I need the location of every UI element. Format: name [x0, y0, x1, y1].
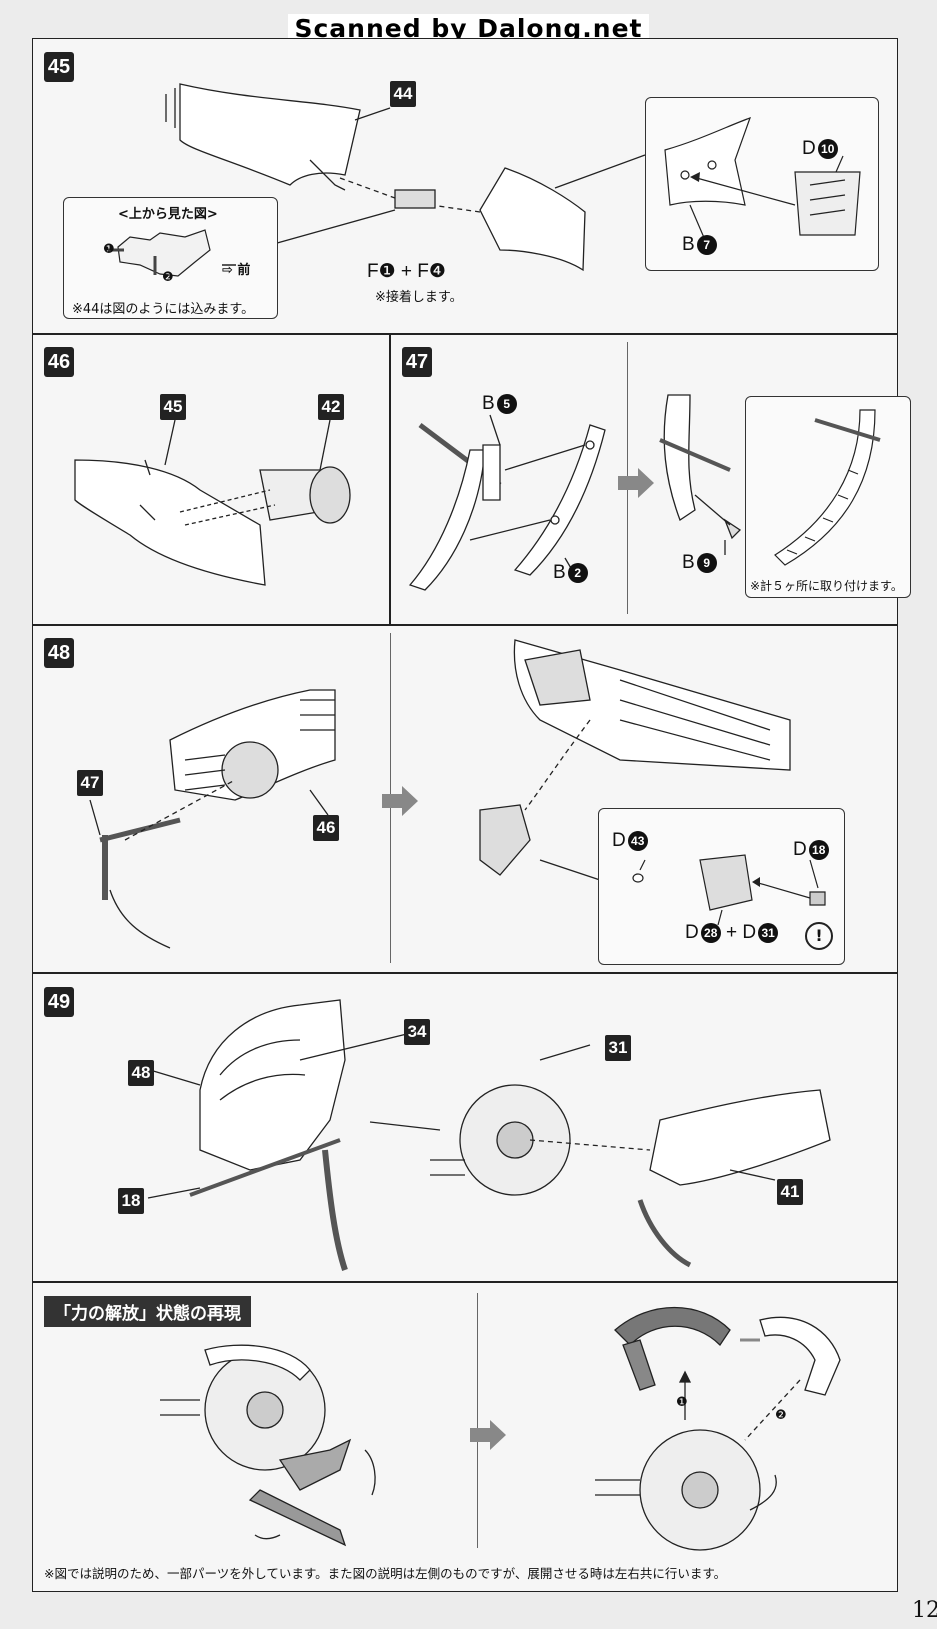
release-n2: ❷	[775, 1408, 787, 1423]
top-view-n2: ❷	[162, 270, 174, 285]
top-view-n1: ❶	[103, 242, 115, 257]
ref-42: 42	[318, 394, 344, 420]
step-46-number: 46	[44, 347, 74, 377]
release-state-title: 「力の解放」状態の再現	[44, 1296, 251, 1327]
step-49-number: 49	[44, 987, 74, 1017]
ref-48: 48	[128, 1060, 154, 1086]
step-47-number: 47	[402, 347, 432, 377]
top-view-drawing	[108, 229, 236, 277]
caution-icon: !	[805, 922, 833, 950]
step-48-drawing	[89, 689, 336, 949]
ref-34: 34	[404, 1019, 430, 1045]
ref-44: 44	[390, 81, 416, 107]
part-f1-f4-label: F❶ + F❹	[367, 261, 446, 282]
step-47-next-arrow	[618, 468, 654, 498]
ref-45: 45	[160, 394, 186, 420]
ref-41: 41	[777, 1179, 803, 1205]
detail-inset-drawing	[664, 117, 861, 241]
glue-note: ※接着します。	[375, 290, 463, 305]
top-view-front-label: ⇨ 前	[222, 263, 251, 278]
step-45-number: 45	[44, 52, 74, 82]
ref-18: 18	[118, 1188, 144, 1214]
step-49-drawing	[147, 999, 831, 1271]
step-48-number: 48	[44, 638, 74, 668]
ref-31: 31	[605, 1035, 631, 1061]
step-45-drawing	[165, 83, 646, 272]
top-view-title: <上から見た図>	[118, 207, 218, 222]
step-48-inset-drawing	[632, 854, 826, 926]
release-state-panel	[32, 1282, 898, 1592]
step-47-detail-inset	[745, 396, 911, 598]
release-n1: ❶	[676, 1395, 688, 1410]
step-45-insert-note: ※44は図のようには込みます。	[72, 302, 255, 317]
step-47-count-note: ※計５ヶ所に取り付けます。	[750, 579, 903, 593]
release-note: ※図では説明のため、一部パーツを外しています。また図の説明は左側のものですが、展…	[44, 1566, 727, 1581]
step-48-next-arrow	[382, 786, 418, 816]
page-number: 12	[912, 1598, 937, 1623]
step-46-drawing	[74, 419, 351, 586]
release-divider	[477, 1293, 479, 1548]
release-next-arrow	[470, 1420, 506, 1450]
ref-46: 46	[313, 815, 339, 841]
step-47-drawing	[408, 394, 742, 591]
ref-47: 47	[77, 770, 103, 796]
step-47-inset-drawing	[774, 409, 881, 566]
